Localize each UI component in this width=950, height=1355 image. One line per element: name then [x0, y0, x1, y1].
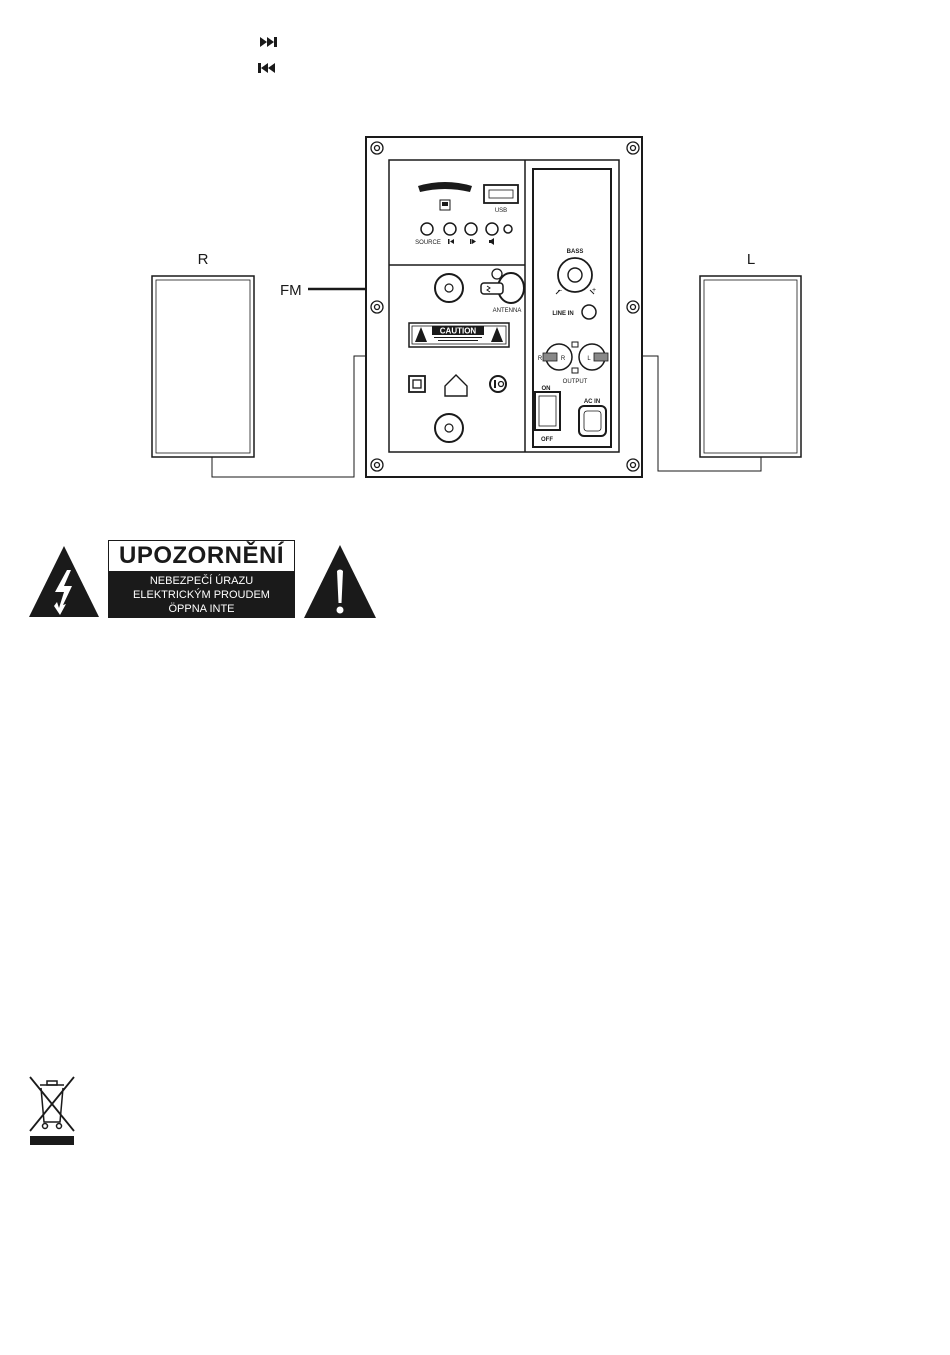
- warning-line-2: ELEKTRICKÝM PROUDEM: [109, 588, 294, 602]
- warning-banner: UPOZORNĚNÍ NEBEZPEČÍ ÚRAZU ELEKTRICKÝM P…: [108, 540, 295, 618]
- volume-button: [486, 223, 498, 235]
- source-button: [421, 223, 433, 235]
- caution-sticker: CAUTION: [409, 323, 509, 347]
- antenna-label: ANTENNA: [493, 308, 522, 314]
- electric-shock-warning-icon: [27, 544, 101, 618]
- fm-label: FM: [280, 282, 302, 299]
- output-label: OUTPUT: [563, 379, 588, 385]
- caution-label: CAUTION: [440, 327, 477, 336]
- next-button: [465, 223, 477, 235]
- off-label: OFF: [541, 437, 553, 443]
- source-label: SOURCE: [415, 240, 441, 246]
- double-insulation-icon: [409, 376, 425, 392]
- output-r-label: R: [561, 356, 566, 362]
- right-speaker: [152, 276, 254, 457]
- bass-minus-label: –: [558, 287, 562, 294]
- usb-label: USB: [495, 208, 507, 214]
- previous-button: [444, 223, 456, 235]
- line-in-jack: [582, 305, 596, 319]
- ac-in-socket: [579, 406, 606, 436]
- antenna-socket: [435, 274, 463, 302]
- ir-sensor: [504, 225, 512, 233]
- line-in-label: LINE IN: [552, 311, 573, 317]
- left-speaker: [700, 276, 801, 457]
- bass-label: BASS: [567, 249, 584, 255]
- warning-line-1: NEBEZPEČÍ ÚRAZU: [109, 574, 294, 588]
- warning-line-3: ÖPPNA INTE: [109, 602, 294, 616]
- output-right-marker: R: [538, 356, 543, 362]
- bass-reflex-port: [435, 414, 463, 442]
- bass-plus-label: +: [592, 287, 596, 294]
- right-speaker-label: R: [198, 251, 209, 268]
- crossed-out-bin-icon: [26, 1075, 78, 1147]
- power-switch: [535, 392, 560, 430]
- ac-in-label: AC IN: [584, 399, 600, 405]
- left-speaker-label: L: [747, 251, 755, 268]
- exclamation-warning-icon: [303, 543, 377, 619]
- subwoofer-back-panel: USB SOURCE ANTENNA: [366, 137, 642, 477]
- warning-title: UPOZORNĚNÍ: [109, 541, 294, 571]
- connection-diagram: R L FM: [0, 0, 950, 520]
